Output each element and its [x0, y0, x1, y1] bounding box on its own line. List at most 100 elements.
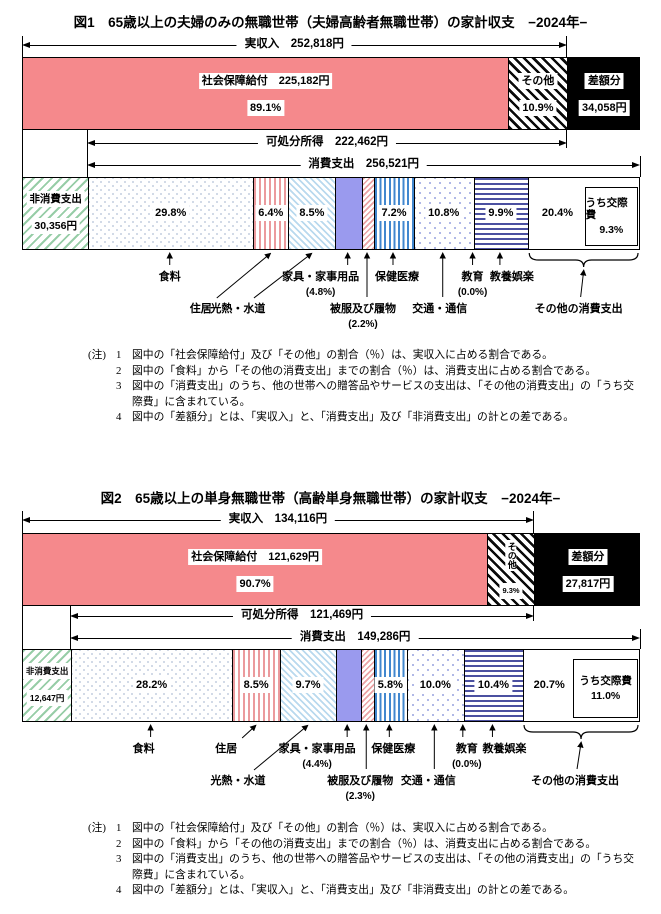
- segment-paren-4: (2.2%): [348, 319, 378, 330]
- segment-label-6: 交通・通信: [400, 775, 456, 787]
- notes-marker: (注): [88, 349, 106, 361]
- segment-chip-6: 10.8%: [425, 205, 463, 221]
- segment-label-4: 被服及び履物: [330, 303, 396, 315]
- kosaihi-label: うち交際費: [585, 197, 628, 222]
- consumption-arrowhead-right: [632, 635, 640, 641]
- note-text: 図中の「消費支出」のうち、他の世帯への贈答品やサービスの支出は、「その他の消費支…: [132, 380, 635, 408]
- nonconsumption-label: 非消費支出: [26, 191, 85, 207]
- consumption-arrowhead-left: [87, 162, 96, 168]
- income-arrowhead-left: [22, 42, 30, 48]
- social-security-segment: [23, 534, 488, 605]
- figure-1-title: 図1 65歳以上の夫婦のみの無職世帯（夫婦高齢者無職世帯）の家計収支 −2024…: [73, 15, 588, 30]
- note-number: 4: [116, 884, 122, 896]
- note-text: 図中の「差額分」とは、「実収入」と、「消費支出」及び「非消費支出」の計との差であ…: [132, 411, 575, 423]
- tick-3: [21, 606, 23, 649]
- tick-2: [533, 606, 535, 621]
- segment-label-8: 教養娯楽: [489, 271, 534, 283]
- disposable-income-arrowhead-right: [525, 613, 534, 619]
- income-arrowhead-left: [22, 517, 30, 523]
- segment-label-2: 光熱・水道: [210, 303, 266, 315]
- tick-4: [69, 606, 71, 649]
- social-security-segment: [23, 58, 509, 129]
- income-label: 実収入 134,116円: [220, 512, 336, 527]
- nonconsumption-value: 30,356円: [31, 218, 80, 234]
- notes-marker: (注): [88, 822, 106, 834]
- nonconsumption-segment: [23, 178, 89, 249]
- kosaihi-label: うち交際費: [579, 675, 632, 688]
- segment-chip-8: 9.9%: [485, 205, 517, 221]
- social-security-pct: 90.7%: [236, 576, 274, 592]
- notes-list: 1 図中の「社会保障給付」及び「その他」の割合（％）は、実収入に占める割合である。…: [116, 821, 648, 899]
- note-item: 4 図中の「差額分」とは、「実収入」と、「消費支出」及び「非消費支出」の計との差で…: [116, 883, 648, 899]
- tick-1: [533, 511, 535, 533]
- segment-paren-7: (0.0%): [457, 287, 488, 298]
- segment-4: [360, 650, 374, 721]
- segment-chip-9: 20.4%: [538, 205, 577, 221]
- tick-3: [21, 130, 23, 177]
- difference-label: 差額分: [568, 549, 608, 565]
- figure-2-title: 図2 65歳以上の単身無職世帯（高齢単身無職世帯）の家計収支 −2024年−: [100, 491, 561, 506]
- note-number: 1: [116, 349, 122, 361]
- disposable-income-arrowhead-left: [87, 140, 96, 146]
- segment-label-3: 家具・家事用品: [282, 271, 360, 283]
- income-arrowhead-right: [558, 42, 567, 48]
- segment-label-5: 保健医療: [374, 271, 419, 283]
- segment-paren-7: (0.0%): [452, 759, 482, 770]
- consumption-label: 消費支出 149,286円: [291, 630, 419, 645]
- segment-label-5: 保健医療: [371, 743, 416, 755]
- segment-label-3: 家具・家事用品: [278, 743, 356, 755]
- note-text: 図中の「社会保障給付」及び「その他」の割合（％）は、実収入に占める割合である。: [132, 349, 553, 361]
- segment-chip-2: 8.5%: [296, 205, 328, 221]
- tick-1: [566, 36, 568, 57]
- figure-2-notes: (注) 1 図中の「社会保障給付」及び「その他」の割合（％）は、実収入に占める割合…: [88, 821, 648, 899]
- segment-label-0: 食料: [132, 743, 155, 755]
- note-number: 3: [116, 380, 122, 392]
- segment-chip-1: 6.4%: [255, 205, 287, 221]
- note-item: 1 図中の「社会保障給付」及び「その他」の割合（％）は、実収入に占める割合である。: [116, 348, 648, 364]
- income-other-pct: 10.9%: [519, 100, 557, 116]
- note-item: 2 図中の「食料」から「その他の消費支出」までの割合（％）は、消費支出に占める割合…: [116, 837, 648, 853]
- disposable-income-arrowhead-right: [558, 140, 567, 146]
- note-number: 1: [116, 822, 122, 834]
- consumption-arrowhead-right: [632, 162, 640, 168]
- segment-label-8: 教養娯楽: [482, 743, 527, 755]
- segment-label-7: 教育: [461, 271, 484, 283]
- tick-4: [86, 130, 88, 177]
- disposable-income-arrowhead-left: [70, 613, 79, 619]
- difference-segment: [567, 58, 639, 129]
- income-other-label: その他: [505, 540, 517, 571]
- segment-label-6: 交通・通信: [412, 303, 468, 315]
- kosaihi-pct: 11.0%: [591, 689, 621, 702]
- tick-2: [566, 130, 568, 148]
- segment-chip-1: 8.5%: [240, 677, 272, 693]
- segment-label-2: 光熱・水道: [210, 775, 266, 787]
- social-security-label: 社会保障給付 121,629円: [188, 549, 322, 565]
- income-label: 実収入 252,818円: [236, 37, 352, 52]
- nonconsumption-segment: [23, 650, 72, 721]
- note-text: 図中の「社会保障給付」及び「その他」の割合（％）は、実収入に占める割合である。: [132, 822, 553, 834]
- note-item: 3 図中の「消費支出」のうち、他の世帯への贈答品やサービスの支出は、「その他の消費…: [116, 379, 648, 410]
- note-text: 図中の「食料」から「その他の消費支出」までの割合（％）は、消費支出に占める割合で…: [132, 837, 597, 850]
- segment-label-0: 食料: [158, 271, 181, 283]
- consumption-arrowhead-left: [70, 635, 79, 641]
- segment-label-1: 住居: [189, 303, 212, 315]
- disposable-income-label: 可処分所得 222,462円: [257, 135, 397, 150]
- segment-3: [335, 650, 361, 721]
- segment-label-7: 教育: [455, 743, 478, 755]
- income-other-label: その他: [518, 73, 558, 89]
- notes-list: 1 図中の「社会保障給付」及び「その他」の割合（％）は、実収入に占める割合である。…: [116, 348, 648, 426]
- segment-connectors: [147, 724, 639, 771]
- figure-1: 図1 65歳以上の夫婦のみの無職世帯（夫婦高齢者無職世帯）の家計収支 −2024…: [0, 11, 661, 341]
- tick-5: [639, 156, 641, 177]
- note-number: 2: [116, 837, 122, 850]
- note-text: 図中の「差額分」とは、「実収入」と、「消費支出」及び「非消費支出」の計との差であ…: [132, 884, 575, 896]
